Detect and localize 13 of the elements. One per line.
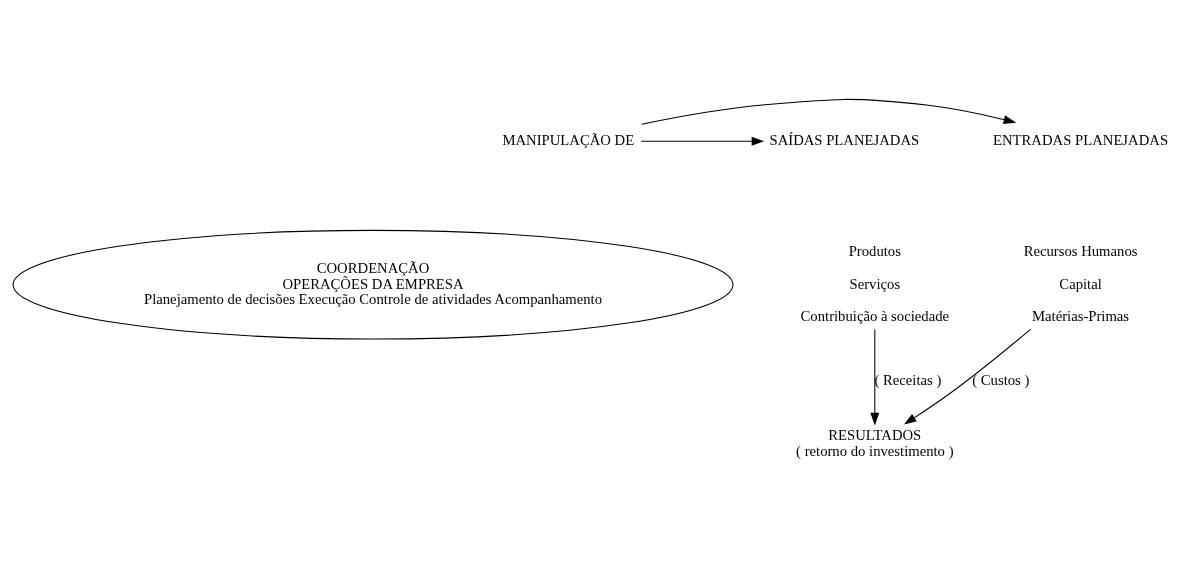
arrow [641, 98, 1017, 125]
arrow [640, 136, 765, 146]
node-ellipse: COORDENAÇÃO OPERAÇÕES DA EMPRESA Planejamento de decisões Execução Controle de atividades Acompanhamento [12, 229, 734, 340]
edge-label: ( Receitas ) [874, 372, 942, 389]
arrow [903, 328, 1031, 425]
node-text: RESULTADOS ( retorno do investimento ) [796, 426, 954, 459]
arrow [870, 328, 880, 426]
node-text: ENTRADAS PLANEJADAS [993, 132, 1169, 149]
node-text: MANIPULAÇÃO DE [502, 132, 635, 149]
edge-label: ( Custos ) [972, 372, 1030, 389]
node-text: SAÍDAS PLANEJADAS [769, 132, 920, 149]
node-text: Produtos Serviços Contribuição à sociedade [800, 243, 950, 325]
node-text: Recursos Humanos Capital Matérias-Primas [1023, 243, 1138, 325]
